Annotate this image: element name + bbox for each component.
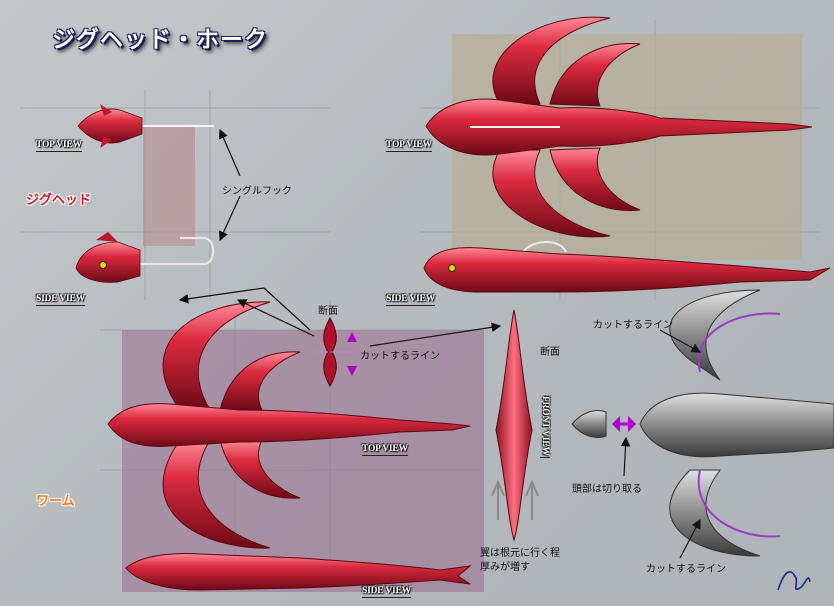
annotation-cut-line-3: カットするライン: [646, 564, 726, 575]
view-label-side-3: SIDE VIEW: [362, 586, 411, 598]
hawk-top-large: [425, 16, 813, 238]
hawk-side-large: [423, 240, 831, 293]
worm-side-view: [125, 553, 472, 591]
section-label-jighead: ジグヘッド: [26, 193, 92, 208]
view-label-side-2: SIDE VIEW: [386, 294, 435, 306]
page-title: ジグヘッド・ホーク: [52, 27, 268, 53]
annotation-head-cut: 頭部は切り取る: [572, 484, 642, 495]
view-label-side-1: SIDE VIEW: [36, 294, 85, 306]
annotation-cut-line-2: カットするライン: [593, 320, 673, 331]
section-label-worm: ワーム: [36, 494, 75, 509]
cross-section-shape: [310, 316, 357, 388]
view-label-top-2: TOP VIEW: [386, 140, 432, 152]
guide-panel-pink: [143, 126, 195, 246]
view-label-top-3: TOP VIEW: [362, 444, 408, 456]
view-label-top-1: TOP VIEW: [36, 140, 82, 152]
worm-top-view: [107, 301, 471, 549]
jighead-top-small: [77, 104, 214, 148]
jighead-side-small: [75, 232, 215, 283]
front-view-shape: [491, 309, 539, 542]
annotation-cut-line-1: カットするライン: [360, 351, 440, 362]
annotation-wing-note-line1: 翼は根元に行く程: [480, 548, 560, 559]
annotation-wing-note-line2: 厚みが増す: [480, 562, 530, 573]
annotation-cross-section-2: 断面: [540, 347, 560, 358]
signature-mark: [777, 570, 811, 591]
annotation-cross-section: 断面: [318, 306, 338, 317]
annotation-single-hook: シングルフック: [222, 186, 292, 197]
view-label-front: FRONT VIEW: [540, 396, 550, 458]
leader-lines: [178, 128, 702, 559]
